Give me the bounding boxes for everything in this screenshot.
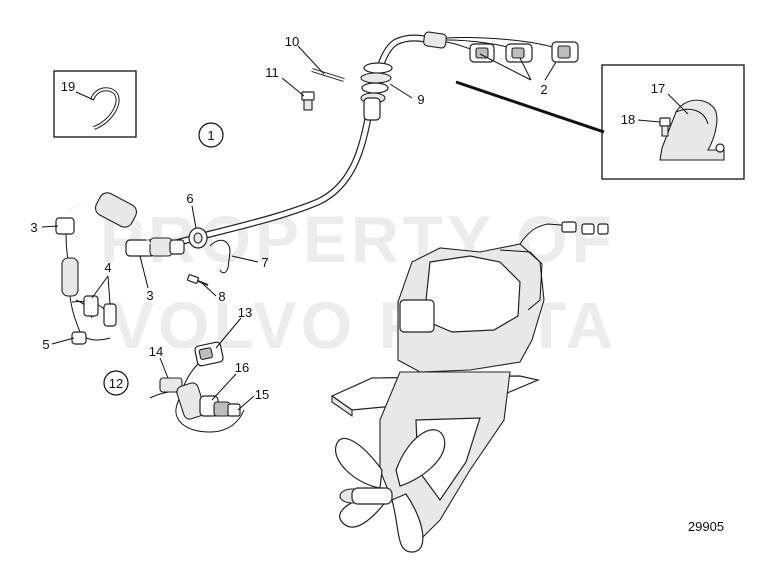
callout-4: 4	[104, 260, 111, 275]
callout-2: 2	[540, 82, 547, 97]
inset-box-17-18	[455, 64, 745, 180]
callout-15: 15	[255, 387, 269, 402]
callout-3b: 3	[146, 288, 153, 303]
callout-1-circle	[198, 122, 224, 148]
callout-9: 9	[417, 92, 424, 107]
callout-10: 10	[285, 34, 299, 49]
callout-13: 13	[238, 305, 252, 320]
sub-harness-12	[149, 341, 245, 433]
callout-16: 16	[235, 360, 249, 375]
callout-6: 6	[186, 191, 193, 206]
inset-box-19	[53, 70, 137, 138]
callout-17: 17	[651, 81, 665, 96]
callouts: 1 2 3 3 4 5 6 7 8 9 10 11 12 13 14 15 16…	[30, 34, 665, 402]
callout-12-circle	[103, 370, 129, 396]
callout-7: 7	[261, 255, 268, 270]
callout-3a: 3	[30, 220, 37, 235]
reference-number: 29905	[688, 519, 724, 534]
cable-clamp	[188, 227, 208, 249]
callout-14: 14	[149, 344, 163, 359]
connector-plugs	[469, 41, 579, 63]
callout-8: 8	[218, 289, 225, 304]
leader-lines	[41, 45, 689, 411]
propellers	[335, 429, 446, 553]
callout-11: 11	[265, 65, 279, 80]
mounting-bracket	[209, 239, 231, 274]
junction-connectors	[125, 237, 185, 257]
screw-10	[311, 68, 345, 82]
bolt-11	[301, 91, 315, 111]
callout-12: 12	[109, 376, 123, 391]
callout-18: 18	[621, 112, 635, 127]
sterndrive-unit	[330, 221, 609, 553]
callout-5: 5	[42, 337, 49, 352]
main-cable-harness	[125, 31, 579, 286]
left-harness	[55, 192, 151, 345]
screw-8	[186, 274, 209, 286]
cable-grommet	[360, 62, 393, 121]
callout-19: 19	[61, 79, 75, 94]
callout-1: 1	[207, 128, 214, 143]
